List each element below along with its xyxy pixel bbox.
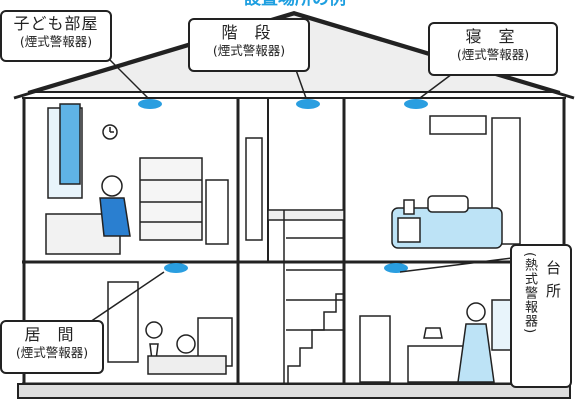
smoke-detector-icon: [404, 99, 428, 109]
child-reading: [101, 175, 123, 197]
label-kitchen-type: (熱式警報器): [522, 252, 537, 335]
page-title: 設置場所の例: [150, 0, 440, 10]
label-stairs-name: 階 段: [221, 23, 277, 42]
label-living: 居 間 (煙式警報器): [0, 320, 104, 374]
nightstand: [397, 217, 421, 243]
kids-room: [45, 103, 229, 255]
air-conditioner: [429, 115, 487, 135]
label-kids-room: 子ども部屋 (煙式警報器): [0, 10, 112, 62]
low-table: [147, 355, 227, 375]
smoke-detector-icon: [296, 99, 320, 109]
person-cooking: [466, 302, 486, 322]
smoke-detector-icon: [138, 99, 162, 109]
landing: [267, 209, 345, 221]
label-stairs-type: (煙式警報器): [212, 43, 286, 58]
door: [205, 179, 229, 245]
stairs-hall: [245, 137, 345, 384]
staircase: [287, 293, 344, 384]
label-living-type: (煙式警報器): [15, 345, 89, 360]
curtain: [59, 103, 81, 185]
person-reading: [176, 334, 196, 354]
label-kitchen-name: 台所: [544, 260, 562, 306]
label-bedroom-name: 寝 室: [465, 27, 521, 46]
bedroom: [391, 115, 521, 249]
label-bedroom: 寝 室 (煙式警報器): [428, 22, 558, 76]
detectors: [138, 99, 428, 273]
label-living-name: 居 間: [24, 325, 80, 344]
label-stairs: 階 段 (煙式警報器): [188, 18, 310, 72]
kettle: [423, 327, 443, 339]
label-kids-room-type: (煙式警報器): [19, 34, 93, 49]
kitchen: [359, 299, 515, 383]
clock-icon: [102, 124, 118, 140]
hall-door: [245, 137, 263, 241]
living-room: [107, 281, 233, 375]
label-bedroom-type: (煙式警報器): [456, 47, 530, 62]
living-window: [107, 281, 139, 363]
pointer-lines: [89, 59, 513, 323]
label-kids-room-name: 子ども部屋: [13, 14, 99, 33]
bookshelf: [139, 157, 203, 241]
smoke-detector-icon: [164, 263, 188, 273]
label-kitchen: 台所 (熱式警報器): [510, 244, 572, 388]
refrigerator: [359, 315, 391, 383]
heat-detector-icon: [384, 263, 408, 273]
